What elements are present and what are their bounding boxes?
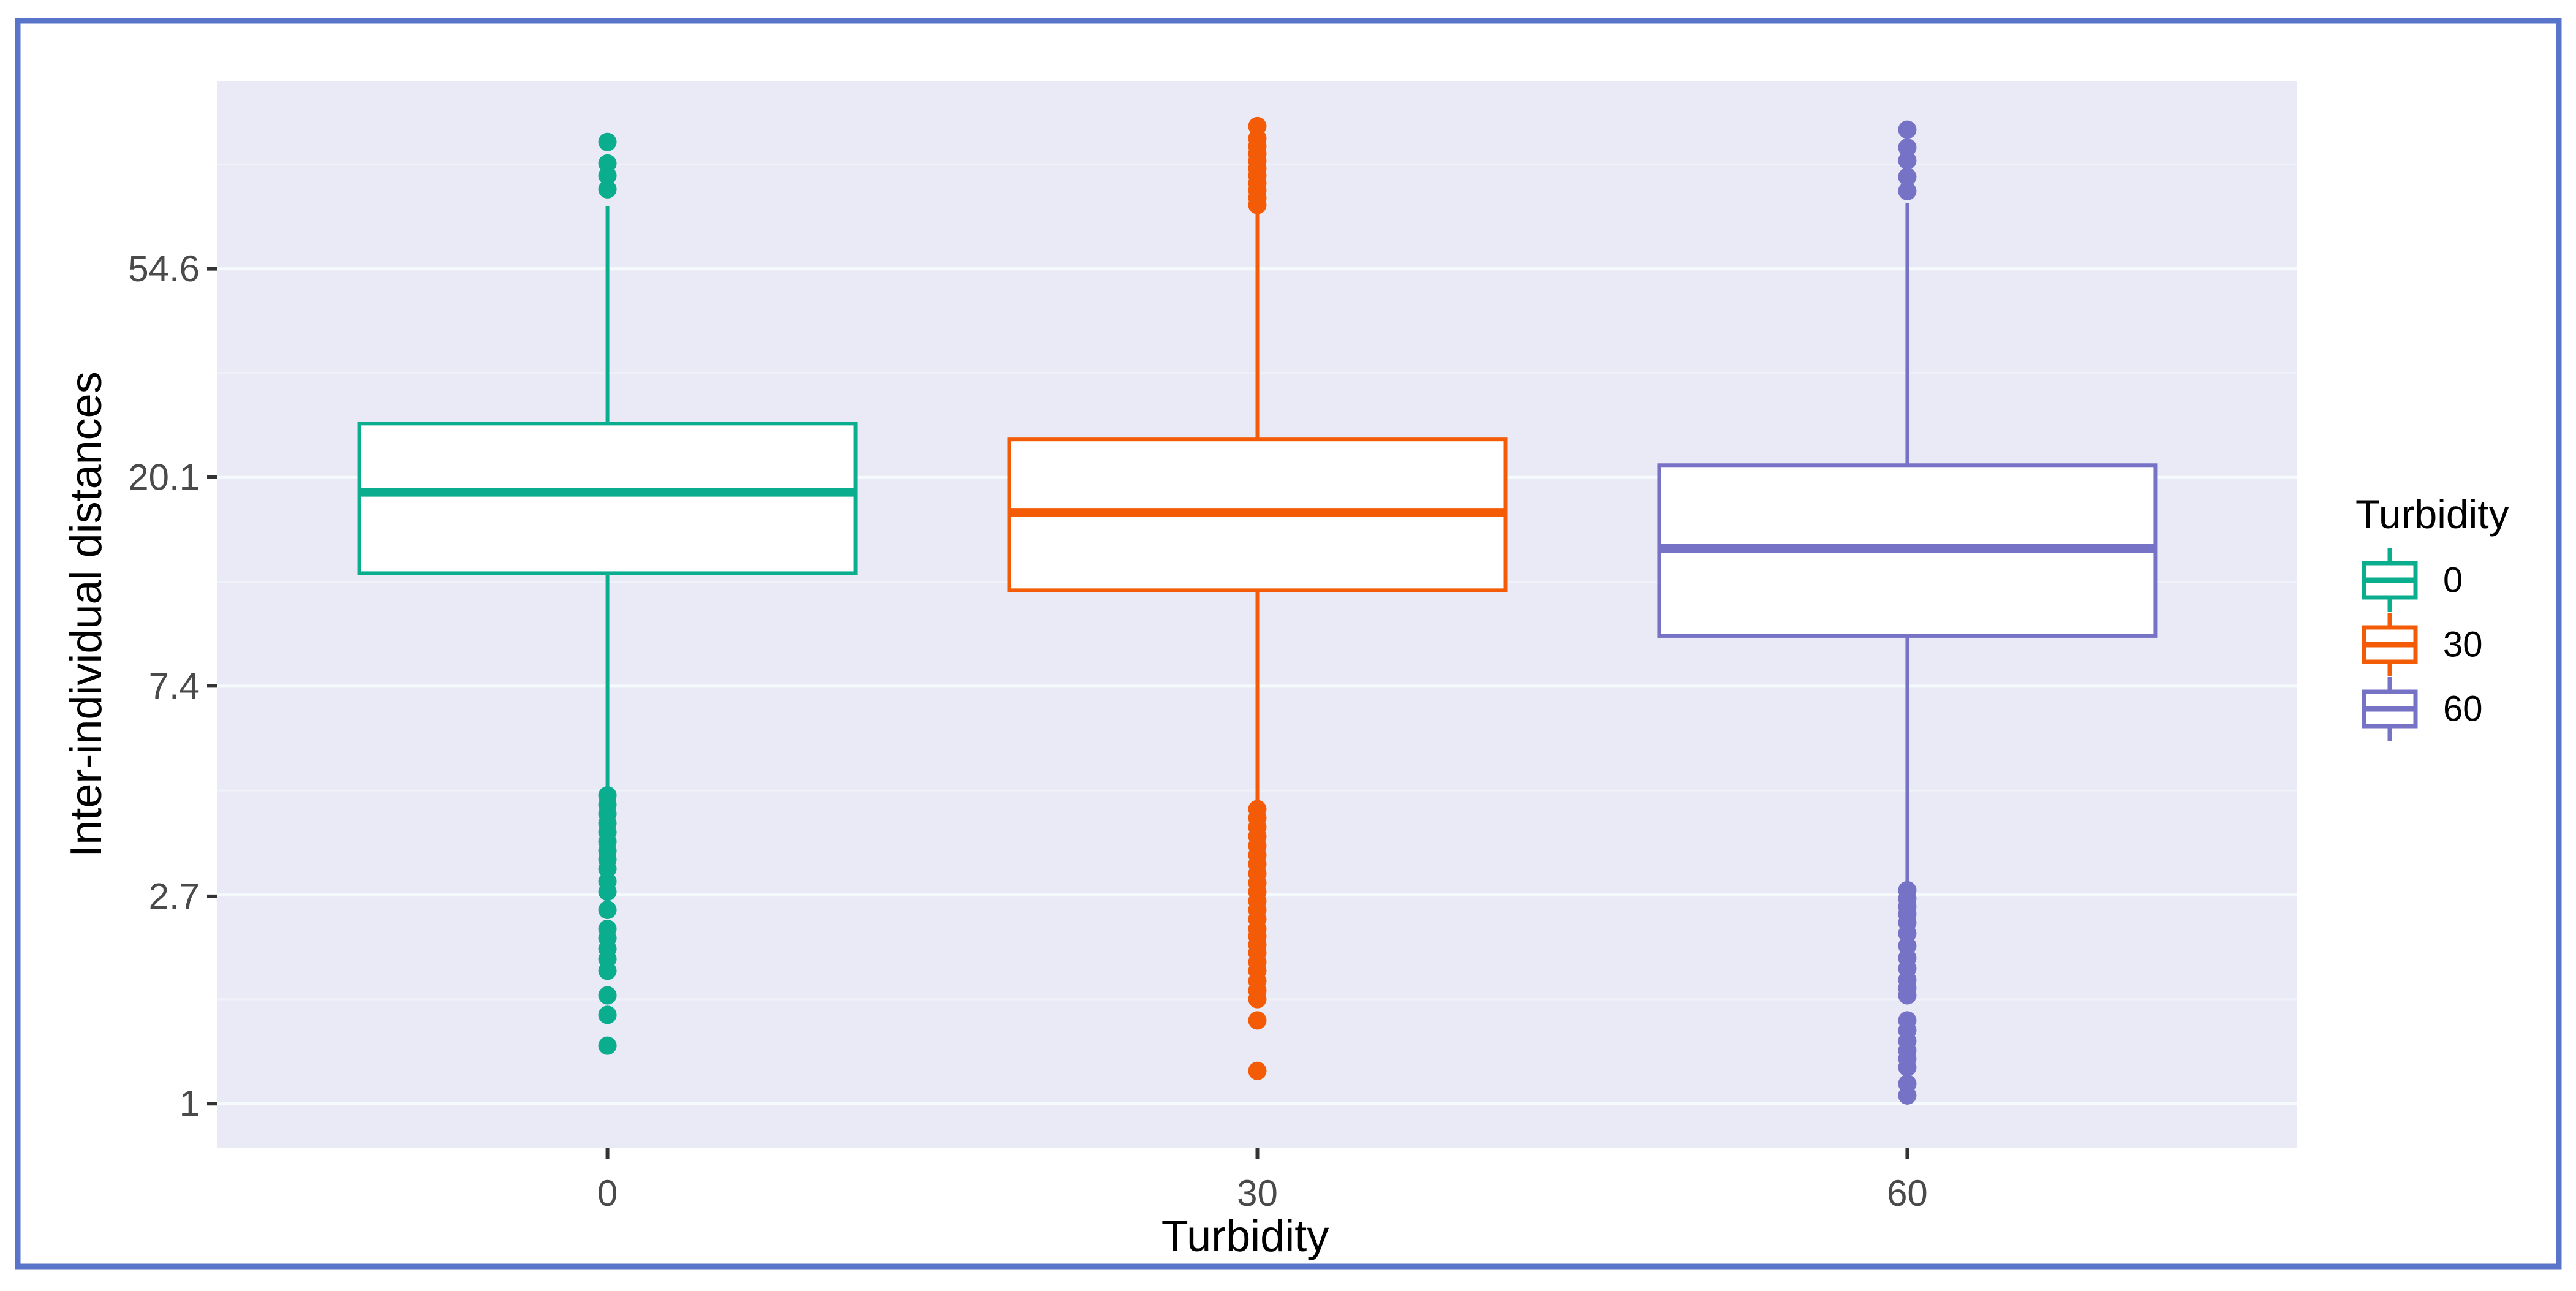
legend-key-30: 30: [2362, 613, 2483, 676]
y-tick-label: 54.6: [128, 248, 200, 289]
legend-title: Turbidity: [2355, 491, 2509, 537]
outlier-point: [1898, 138, 1917, 157]
outlier-point: [598, 961, 617, 980]
legend-key-0: 0: [2362, 548, 2463, 612]
outlier-point: [1898, 151, 1917, 170]
y-tick-label: 20.1: [128, 456, 200, 498]
legend-label: 0: [2443, 561, 2463, 600]
y-tick-label: 7.4: [149, 665, 200, 706]
x-tick-label: 60: [1887, 1173, 1928, 1214]
x-axis-title: Turbidity: [1161, 1212, 1329, 1261]
boxplot-group-60: [1657, 120, 2158, 1105]
legend-key-60: 60: [2362, 677, 2483, 741]
outlier-point: [1898, 986, 1917, 1005]
x-tick-label: 0: [597, 1173, 618, 1214]
legend-label: 60: [2443, 689, 2483, 729]
y-axis: 1 2.7 7.4 20.1 54.6: [128, 248, 217, 1124]
box-iqr: [357, 422, 858, 575]
legend: Turbidity 0 30 60: [2355, 491, 2509, 741]
outlier-point: [1248, 990, 1267, 1009]
outlier-point: [1248, 195, 1267, 214]
y-tick-label: 1: [179, 1083, 200, 1124]
outer-frame: [15, 18, 2562, 1270]
x-axis: 0 30 60: [597, 1148, 1928, 1214]
outlier-point: [598, 882, 617, 901]
outlier-point: [598, 132, 617, 151]
outlier-point: [1898, 120, 1917, 139]
boxplot-group-0: [357, 132, 858, 1055]
outlier-point: [1248, 1011, 1267, 1030]
outlier-point: [598, 180, 617, 199]
outlier-point: [1898, 167, 1917, 186]
outlier-point: [598, 1036, 617, 1055]
outlier-point: [598, 1005, 617, 1024]
outlier-point: [598, 986, 617, 1005]
outlier-point: [1898, 1058, 1917, 1077]
y-axis-title: Inter-individual distances: [62, 371, 111, 857]
y-tick-label: 2.7: [149, 876, 200, 917]
x-tick-label: 30: [1237, 1173, 1278, 1214]
outlier-point: [1248, 1061, 1267, 1080]
outlier-point: [598, 901, 617, 920]
outlier-point: [1898, 181, 1917, 200]
legend-label: 30: [2443, 625, 2483, 665]
outlier-point: [598, 166, 617, 185]
boxplot-group-30: [1007, 116, 1508, 1080]
outlier-point: [1898, 1086, 1917, 1105]
outlier-point: [598, 860, 617, 879]
